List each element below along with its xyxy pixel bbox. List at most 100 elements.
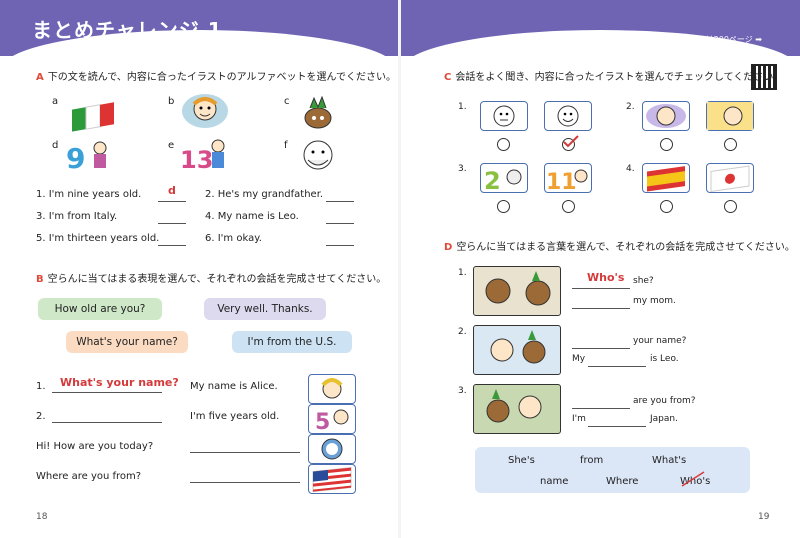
c1-option-b-radio[interactable] [562, 135, 579, 151]
c1-option-a-picture[interactable] [480, 101, 528, 131]
answer-reference: 答えは200ページ ➡ [689, 35, 762, 44]
b-answer-blank-2[interactable] [52, 410, 162, 423]
pic-label-c: c [284, 96, 290, 107]
pic-label-d: d [52, 140, 59, 151]
a-answer-blank-1[interactable] [158, 189, 186, 202]
c2-option-a-radio[interactable] [660, 138, 673, 151]
b-answer-blank-1[interactable] [52, 380, 162, 393]
b-answer-blank-4[interactable] [190, 470, 300, 483]
d3-line1-suffix: are you from? [633, 396, 696, 406]
d1-answer: Who's [587, 271, 625, 284]
c-num-4: 4. [626, 164, 635, 174]
bubble-how-old: How old are you? [38, 298, 162, 320]
c-num-2: 2. [626, 102, 635, 112]
d2-blank-1[interactable] [572, 336, 630, 349]
a-item-5: 5. I'm thirteen years old. [36, 233, 160, 244]
d3-blank-2[interactable] [588, 414, 646, 427]
a-item-2: 2. He's my grandfather. [205, 189, 324, 200]
b-num-1: 1. [36, 381, 46, 392]
d1-line2-suffix: my mom. [633, 296, 676, 306]
girl-alice-picture [308, 374, 356, 404]
a-item-3: 3. I'm from Italy. [36, 211, 118, 222]
d-num-1: 1. [458, 268, 467, 278]
page-title: まとめチャレンジ 1 [32, 18, 223, 42]
b-answer-blank-3[interactable] [190, 440, 300, 453]
nine-year-old-picture: 9 [66, 138, 112, 175]
d1-scene-picture [473, 266, 561, 316]
qr-code-icon[interactable] [751, 64, 777, 90]
five-year-old-picture: 5 [308, 404, 356, 435]
a-answer-blank-2[interactable] [326, 189, 354, 202]
c-num-3: 3. [458, 164, 467, 174]
d2-line1-suffix: your name? [633, 336, 687, 346]
word-bank-where: Where [606, 476, 639, 487]
d1-blank-2[interactable] [572, 296, 630, 309]
d2-blank-2[interactable] [588, 354, 646, 367]
checkmark-icon [563, 135, 579, 148]
nine-numeral: 9 [66, 142, 85, 172]
c3-option-a-radio[interactable] [497, 200, 510, 213]
d3-blank-1[interactable] [572, 396, 630, 409]
d2-scene-picture [473, 325, 561, 375]
word-bank-name: name [540, 476, 569, 487]
waving-person-picture [308, 434, 356, 464]
word-bank-from: from [580, 455, 604, 466]
pineapple-character-picture [298, 95, 344, 130]
d-num-2: 2. [458, 327, 467, 337]
c2-option-b-radio[interactable] [724, 138, 737, 151]
c3-option-a-picture[interactable]: 2 [480, 163, 528, 195]
b-reply-2: I'm five years old. [190, 411, 280, 422]
strikethrough-icon [681, 471, 705, 487]
spain-flag-picture[interactable] [642, 163, 690, 193]
c1-option-b-picture[interactable] [544, 101, 592, 131]
d3-line2-prefix: I'm [572, 414, 586, 424]
word-bank [475, 447, 750, 493]
c2-option-a-picture[interactable] [642, 101, 690, 131]
c4-option-a-radio[interactable] [660, 200, 673, 213]
c1-option-a-radio[interactable] [497, 138, 510, 151]
c-num-1: 1. [458, 102, 467, 112]
a-answer-1: d [168, 184, 176, 197]
a-answer-blank-3[interactable] [158, 211, 186, 224]
a-item-1: 1. I'm nine years old. [36, 189, 142, 200]
d2-line2-suffix: is Leo. [650, 354, 679, 364]
eleven-numeral: 11 [546, 170, 577, 192]
thirteen-year-old-picture: 13 [180, 138, 228, 174]
d3-scene-picture [473, 384, 561, 434]
word-bank-shes: She's [508, 455, 535, 466]
two-numeral: 2 [484, 167, 501, 192]
grandfather-picture [300, 138, 346, 172]
d-num-3: 3. [458, 386, 467, 396]
japan-flag-picture[interactable] [706, 163, 754, 193]
italy-flag-picture [70, 98, 116, 132]
word-bank-whos: Who's [680, 476, 711, 487]
pic-label-f: f [284, 140, 288, 151]
b-reply-1: My name is Alice. [190, 381, 278, 392]
b-prompt-3: Hi! How are you today? [36, 441, 154, 452]
d1-line1-suffix: she? [633, 276, 654, 286]
a-item-4: 4. My name is Leo. [205, 211, 299, 222]
d1-blank-1[interactable] [572, 276, 630, 289]
five-numeral: 5 [315, 410, 330, 433]
d3-line2-suffix: Japan. [650, 414, 678, 424]
bubble-from-us: I'm from the U.S. [232, 331, 352, 353]
page-number-right: 19 [758, 512, 770, 522]
word-bank-whats: What's [652, 455, 687, 466]
b-num-2: 2. [36, 411, 46, 422]
c4-option-b-radio[interactable] [724, 200, 737, 213]
c3-option-b-radio[interactable] [562, 200, 575, 213]
us-flag-picture [308, 464, 356, 494]
a-answer-blank-6[interactable] [326, 233, 354, 246]
a-answer-blank-4[interactable] [326, 211, 354, 224]
a-answer-blank-5[interactable] [158, 233, 186, 246]
c3-option-b-picture[interactable]: 11 [544, 163, 592, 195]
pic-label-a: a [52, 96, 59, 107]
thirteen-numeral: 13 [180, 146, 213, 172]
c2-option-b-picture[interactable] [706, 101, 754, 131]
b-answer-1: What's your name? [60, 376, 179, 389]
